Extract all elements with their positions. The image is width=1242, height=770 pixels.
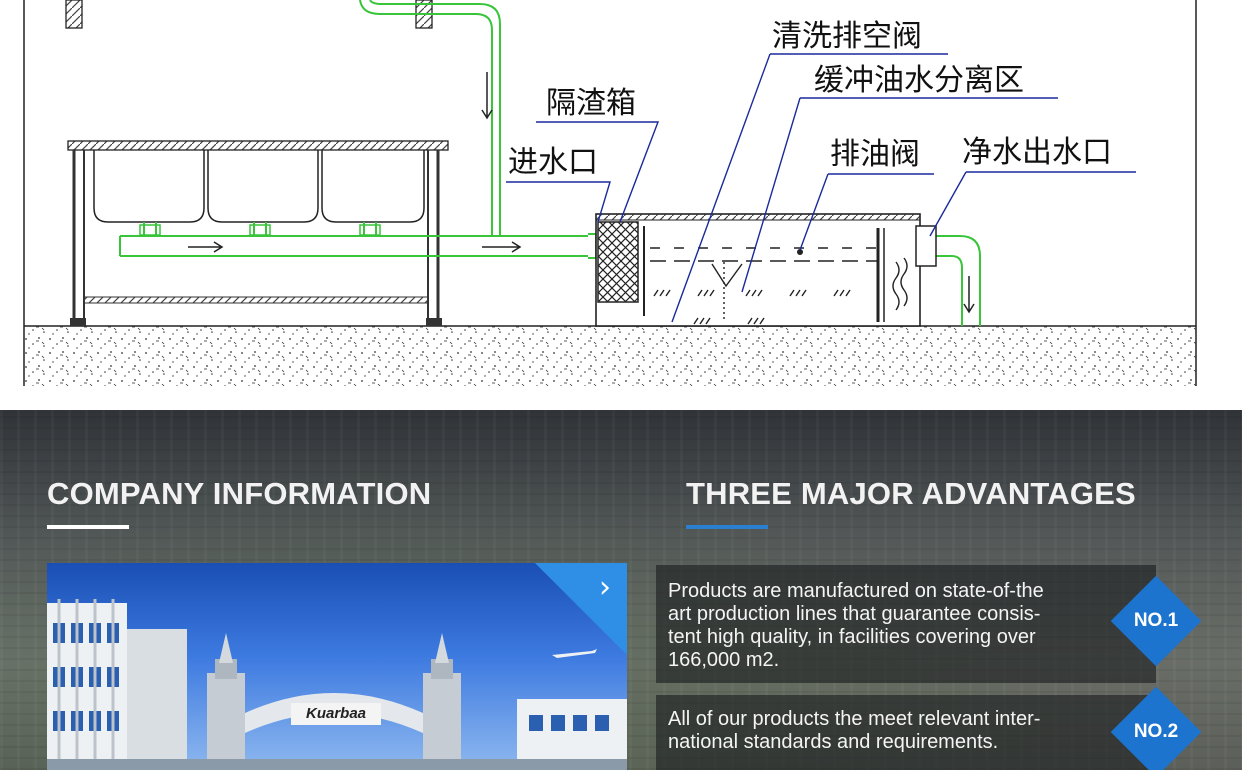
main-horizontal-pipe [119, 235, 588, 257]
flow-arrows [188, 72, 975, 314]
info-banner: COMPANY INFORMATION THREE MAJOR ADVANTAG… [0, 410, 1242, 770]
pipes [119, 0, 981, 326]
downpipe-outer [369, 0, 501, 236]
tank-lid [595, 213, 921, 221]
building-right [517, 699, 627, 770]
label-water-inlet: 进水口 [508, 145, 598, 180]
leader-water-inlet [506, 181, 611, 223]
advantage-2-badge-label: NO.2 [1133, 721, 1179, 742]
leader-clean-water-outlet [929, 171, 1136, 237]
advantage-line: 166,000 m2. [668, 649, 780, 671]
advantage-item-1: Products are manufactured on state-of-th… [656, 565, 1156, 683]
downpipe-inner [359, 0, 493, 236]
sink-basin [93, 150, 205, 223]
sink-foot [70, 318, 86, 326]
leader-lines [506, 53, 1136, 323]
advantage-line: Products are manufactured on state-of-th… [668, 580, 1044, 602]
leader-buffer-zone [741, 97, 1058, 293]
advantage-line: tent high quality, in facilities coverin… [668, 626, 1036, 648]
diagram-svg: 清洗排空阀 缓冲油水分离区 隔渣箱 排油阀 进水口 净水出水口 [23, 0, 1197, 386]
company-photo[interactable]: Kuarbaa › [47, 563, 627, 770]
photo-corner-tab[interactable] [535, 563, 627, 655]
sink-basin [207, 150, 319, 223]
ceiling-post-left [65, 0, 83, 29]
advantage-1-text: Products are manufactured on state-of-th… [668, 580, 1118, 672]
company-heading-underline [47, 525, 129, 529]
gate-towers [207, 633, 461, 770]
advantage-line: national standards and requirements. [668, 731, 999, 753]
advantage-2-text: All of our products the meet relevant in… [668, 708, 1118, 754]
outlet-pipe [936, 235, 981, 326]
company-information-heading: COMPANY INFORMATION [47, 476, 432, 511]
advantages-heading-underline [686, 525, 768, 529]
leader-oil-drain-valve [799, 173, 934, 251]
ground-gravel [24, 326, 1196, 386]
leader-residue-box [536, 121, 660, 223]
advantage-line: All of our products the meet relevant in… [668, 708, 1041, 730]
inlet-flange [588, 233, 597, 259]
sink-shelf [83, 296, 429, 304]
sink-countertop [67, 140, 449, 151]
advantage-1-badge-label: NO.1 [1133, 610, 1179, 631]
label-clean-water-outlet: 净水出水口 [962, 135, 1112, 170]
building-left [47, 599, 187, 770]
chevron-right-icon[interactable]: › [599, 570, 611, 605]
sink-foot [426, 318, 442, 326]
sink-basin [321, 150, 425, 223]
company-logo: Kuarbaa [291, 703, 381, 725]
separator-tank [595, 213, 921, 327]
oil-water-separator-diagram: 清洗排空阀 缓冲油水分离区 隔渣箱 排油阀 进水口 净水出水口 [23, 0, 1197, 386]
three-major-advantages-heading: THREE MAJOR ADVANTAGES [686, 476, 1136, 511]
oil-drain-point [797, 249, 803, 255]
label-clean-drain-valve: 清洗排空阀 [772, 19, 922, 54]
label-residue-box: 隔渣箱 [546, 86, 636, 121]
label-buffer-zone: 缓冲油水分离区 [814, 63, 1024, 98]
leader-clean-drain-valve [671, 53, 948, 323]
residue-basket [597, 221, 639, 303]
advantage-item-2: All of our products the meet relevant in… [656, 695, 1156, 770]
drain-stubs [143, 222, 377, 236]
label-oil-drain-valve: 排油阀 [830, 137, 920, 172]
advantage-line: art production lines that guarantee cons… [668, 603, 1041, 625]
oil-particles [653, 289, 851, 325]
